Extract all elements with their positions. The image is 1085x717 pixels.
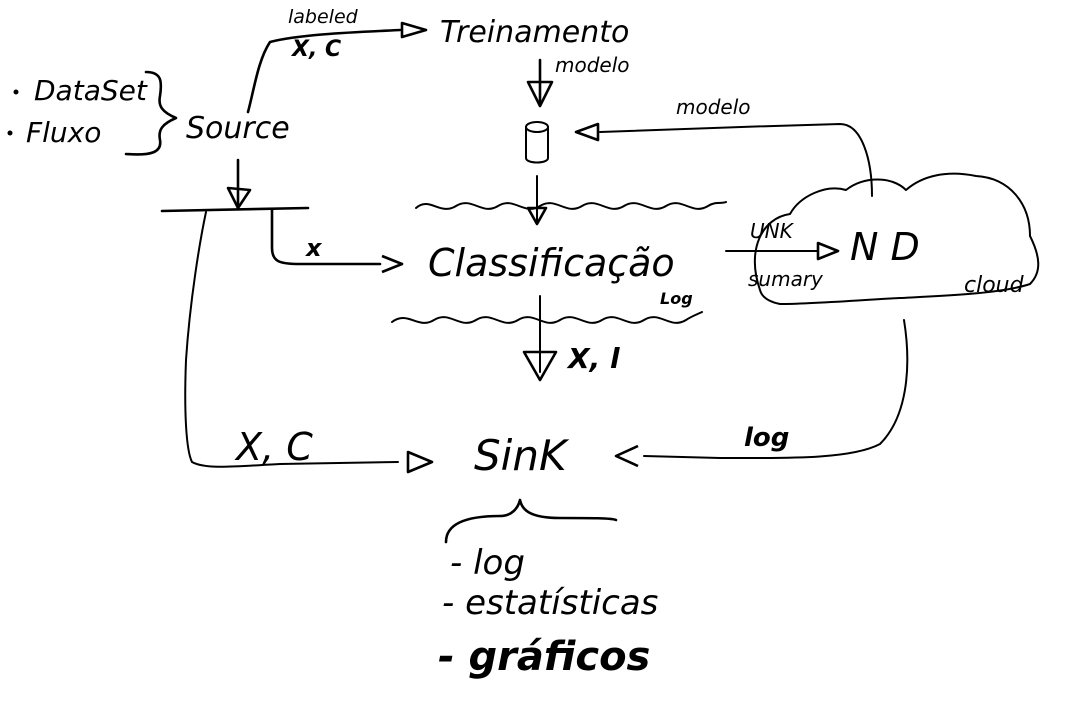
edge-source-to-treinamento: [246, 28, 402, 114]
label-log-nd: log: [744, 423, 789, 453]
classificacao-wave-top: [415, 201, 727, 210]
model-cylinder-body: [525, 126, 549, 164]
node-classificacao: Classificação: [428, 241, 675, 285]
edge-nd-to-sink: [643, 319, 909, 460]
label-modelo-feedback: modelo: [676, 95, 751, 119]
classificacao-wave-bottom: [391, 311, 703, 324]
split-bar: [160, 206, 310, 213]
edge-bar-to-sink: [184, 211, 399, 468]
edge-nd-to-model: [599, 123, 873, 197]
label-x-l: X, l: [566, 342, 620, 375]
arrowhead-bar: [226, 186, 252, 210]
label-fluxo: Fluxo: [26, 116, 101, 149]
node-source: Source: [186, 111, 290, 146]
model-cylinder-top: [525, 121, 549, 133]
nd-cloud: [753, 172, 1040, 305]
label-labeled: labeled: [288, 6, 359, 28]
edge-bar-to-classificacao: [270, 208, 382, 266]
label-modelo-down: modelo: [555, 53, 630, 77]
arrowhead-nd: [816, 241, 840, 261]
arrowhead-classificacao-left: [381, 254, 404, 274]
label-unk: UNK: [750, 219, 795, 243]
sink-list-estatisticas: - estatísticas: [442, 583, 658, 623]
label-dataset: DataSet: [34, 74, 148, 107]
label-sumary: sumary: [748, 267, 824, 291]
arrowhead-model-feedback: [574, 122, 600, 142]
arrowhead-sink-left: [406, 450, 434, 474]
arrowhead-treinamento: [400, 21, 428, 39]
bullet-fluxo: [7, 130, 13, 136]
arrowhead-sink-right: [614, 444, 639, 468]
node-sink: SinK: [474, 431, 570, 480]
node-nd: N D: [850, 225, 920, 269]
arrowhead-x-l: [522, 350, 558, 382]
sink-list-graficos: - gráficos: [438, 634, 650, 680]
label-x-c-sink: X, C: [234, 425, 313, 469]
label-log-small: Log: [660, 289, 693, 308]
label-cloud: cloud: [964, 273, 1025, 298]
arrowhead-model-down: [526, 80, 554, 108]
bullet-dataset: [13, 89, 19, 95]
sink-list-log: - log: [450, 543, 525, 583]
label-x-c-top: X, C: [290, 37, 341, 62]
node-treinamento: Treinamento: [440, 15, 629, 50]
curly-brace: [124, 70, 178, 156]
label-x-input: x: [305, 234, 323, 262]
sink-output-brace: [444, 498, 618, 544]
